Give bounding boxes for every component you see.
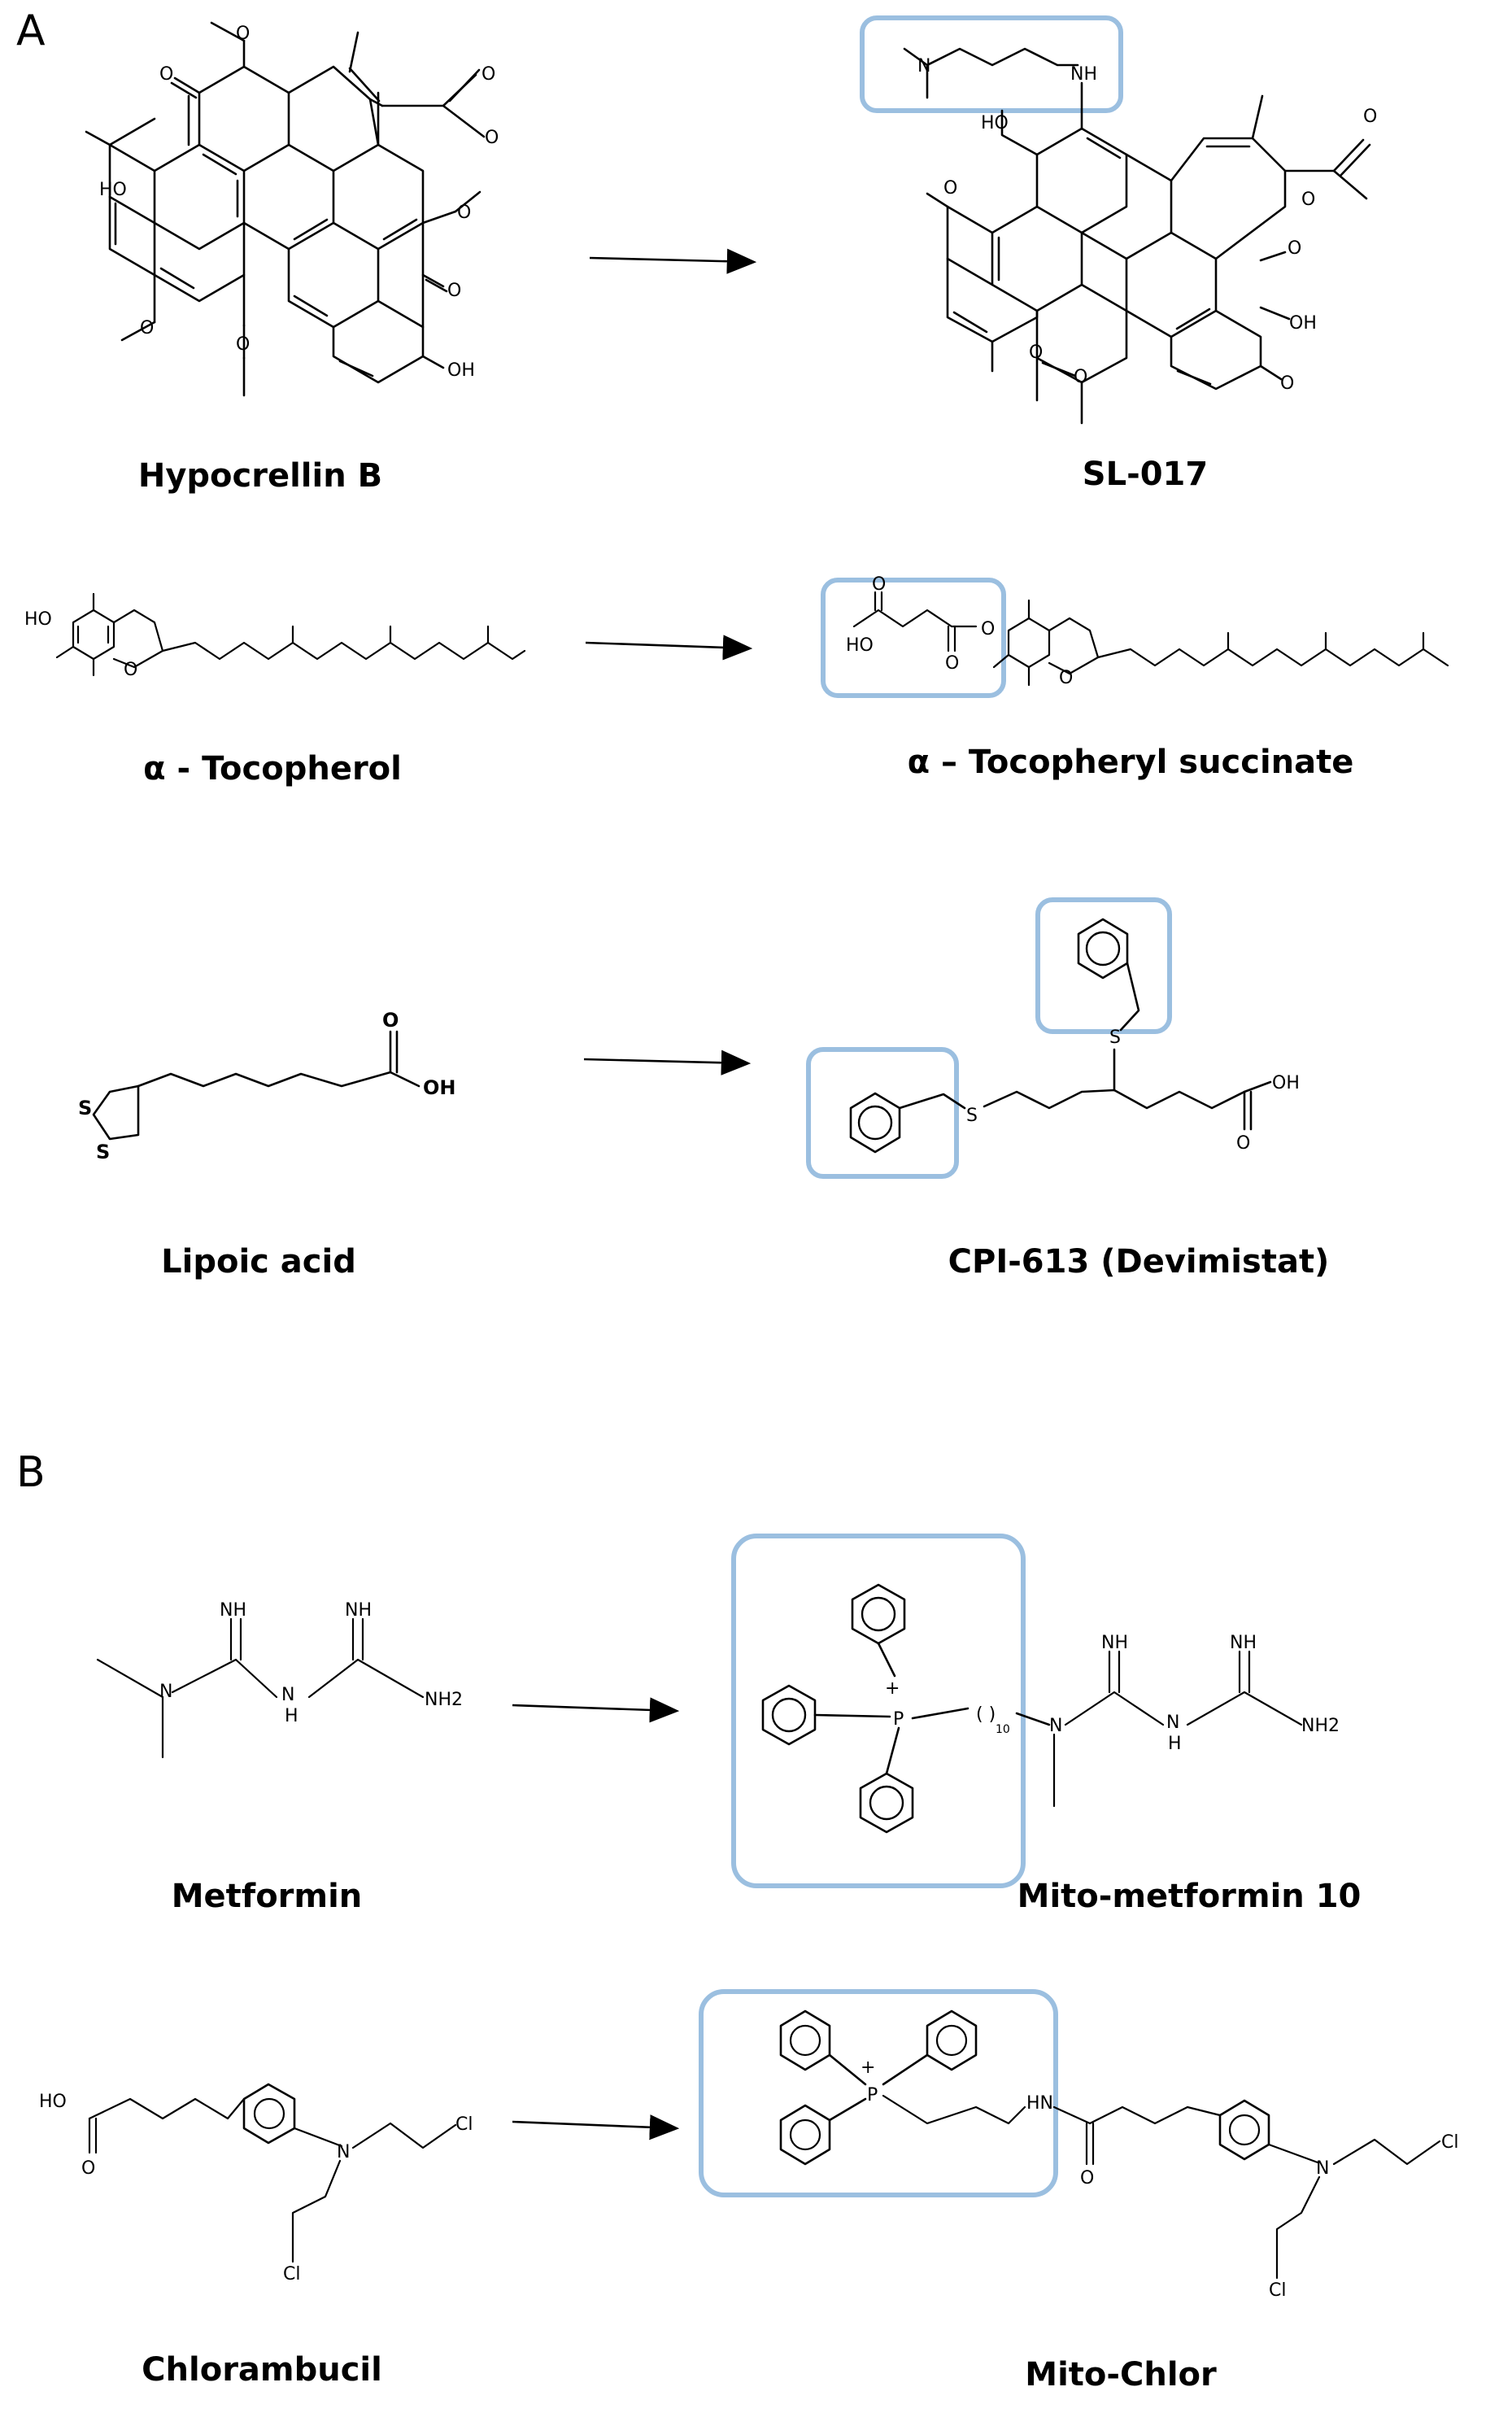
structure-lipoic-acid: O OH S S <box>78 1009 456 1163</box>
svg-text:N: N <box>281 1685 294 1705</box>
svg-text:O: O <box>124 660 137 680</box>
structure-mito-metformin-10: P + ( ) 10 N NH NH N H NH2 <box>761 1583 1340 1834</box>
svg-text:O: O <box>1029 343 1043 363</box>
svg-text:Cl: Cl <box>1269 2280 1286 2301</box>
svg-text:O: O <box>1301 190 1315 210</box>
svg-text:O: O <box>981 619 995 639</box>
label-hypocrellin-b: Hypocrellin B <box>137 457 383 495</box>
svg-text:S: S <box>966 1106 978 1126</box>
svg-text:10: 10 <box>996 1723 1010 1736</box>
structure-cpi-613: S S O OH <box>849 918 1300 1154</box>
svg-text:P: P <box>893 1709 904 1730</box>
svg-text:OH: OH <box>1272 1073 1300 1093</box>
svg-text:O: O <box>382 1009 399 1032</box>
svg-text:NH: NH <box>345 1600 372 1621</box>
svg-text:O: O <box>485 128 499 148</box>
svg-text:S: S <box>96 1141 110 1163</box>
svg-text:HN: HN <box>1026 2093 1053 2114</box>
svg-text:N: N <box>917 56 930 76</box>
highlight-box-amine-chain <box>860 15 1123 113</box>
svg-text:S: S <box>1109 1028 1121 1048</box>
structure-chlorambucil: N HO O Cl Cl <box>39 2083 473 2284</box>
panel-label-b: B <box>16 1448 46 1497</box>
structure-alpha-tocopheryl-succinate: HO O O O O <box>846 574 1449 688</box>
svg-text:NH2: NH2 <box>425 1690 463 1710</box>
svg-text:Cl: Cl <box>1441 2132 1458 2153</box>
structure-mito-chlor: P + HN O N Cl Cl <box>779 2009 1458 2301</box>
svg-text:Cl: Cl <box>455 2114 473 2135</box>
svg-text:O: O <box>1080 2168 1094 2188</box>
svg-text:N: N <box>1049 1716 1062 1736</box>
label-mito-chlor: Mito-Chlor <box>1025 2356 1217 2393</box>
svg-text:N: N <box>337 2142 350 2162</box>
highlight-box-benzyl-left <box>806 1047 959 1179</box>
highlight-box-benzyl-top <box>1035 897 1172 1034</box>
svg-text:O: O <box>1280 373 1294 394</box>
svg-text:O: O <box>1236 1133 1250 1154</box>
svg-text:O: O <box>81 2158 95 2179</box>
svg-text:NH: NH <box>220 1600 246 1621</box>
highlight-box-tpp-metformin <box>731 1534 1026 1888</box>
structure-sl-017: N NH HO O O O O OH O <box>903 47 1377 425</box>
svg-text:O: O <box>447 281 461 301</box>
svg-text:O: O <box>1363 107 1377 127</box>
svg-text:HO: HO <box>846 635 874 656</box>
svg-text:H: H <box>285 1706 298 1726</box>
svg-text:O: O <box>481 64 495 85</box>
svg-text:N: N <box>159 1682 172 1702</box>
structure-metformin: N NH NH N H NH2 <box>96 1600 463 1759</box>
svg-text:( ): ( ) <box>976 1704 996 1725</box>
svg-text:+: + <box>861 2057 875 2078</box>
svg-text:NH: NH <box>1230 1633 1257 1653</box>
arrow-hypocrellin-to-sl017 <box>589 248 757 274</box>
label-lipoic-acid: Lipoic acid <box>161 1243 356 1281</box>
arrow-metformin-to-mito <box>512 1697 680 1723</box>
highlight-box-tpp-chlor <box>699 1989 1058 2197</box>
svg-text:O: O <box>159 64 173 85</box>
svg-text:O: O <box>140 318 154 338</box>
svg-text:O: O <box>943 178 957 199</box>
label-sl-017: SL-017 <box>1082 456 1209 493</box>
label-mito-metformin: Mito-metformin 10 <box>1017 1878 1362 1915</box>
svg-text:OH: OH <box>1289 313 1317 334</box>
svg-text:O: O <box>236 334 250 355</box>
svg-text:NH: NH <box>1070 64 1097 85</box>
structure-hypocrellin-b: O O HO O O O O OH O O <box>85 21 499 397</box>
svg-text:S: S <box>78 1097 92 1119</box>
highlight-box-succinate <box>821 578 1006 698</box>
svg-text:P: P <box>867 2085 878 2105</box>
svg-text:O: O <box>945 653 959 674</box>
label-metformin: Metformin <box>171 1878 363 1915</box>
svg-text:O: O <box>236 24 250 44</box>
arrow-lipoic-to-cpi613 <box>583 1049 752 1076</box>
svg-text:N: N <box>1166 1713 1179 1733</box>
svg-text:O: O <box>1074 367 1087 387</box>
arrow-tocopherol-to-succinate <box>585 635 753 661</box>
panel-label-a: A <box>16 7 46 55</box>
label-cpi-613: CPI-613 (Devimistat) <box>948 1243 1330 1281</box>
svg-text:HO: HO <box>981 113 1009 133</box>
svg-text:HO: HO <box>24 609 52 630</box>
svg-text:Cl: Cl <box>283 2264 300 2284</box>
svg-text:N: N <box>1316 2158 1329 2179</box>
svg-text:OH: OH <box>447 360 475 381</box>
svg-text:HO: HO <box>99 180 127 200</box>
svg-text:HO: HO <box>39 2092 67 2112</box>
svg-text:O: O <box>1288 238 1301 259</box>
label-alpha-tocopherol: α - Tocopherol <box>143 750 402 788</box>
svg-text:+: + <box>885 1678 900 1699</box>
svg-text:H: H <box>1168 1734 1182 1754</box>
svg-text:NH2: NH2 <box>1301 1716 1340 1736</box>
label-chlorambucil: Chlorambucil <box>142 2351 382 2389</box>
svg-text:O: O <box>1059 668 1073 688</box>
arrow-chlorambucil-to-mito <box>512 2114 680 2140</box>
svg-text:OH: OH <box>423 1076 456 1099</box>
svg-text:O: O <box>457 203 471 223</box>
structure-alpha-tocopherol: HO O <box>24 592 526 680</box>
svg-text:NH: NH <box>1101 1633 1128 1653</box>
svg-text:O: O <box>872 574 886 595</box>
label-alpha-tocopheryl-succinate: α – Tocopheryl succinate <box>907 744 1354 781</box>
